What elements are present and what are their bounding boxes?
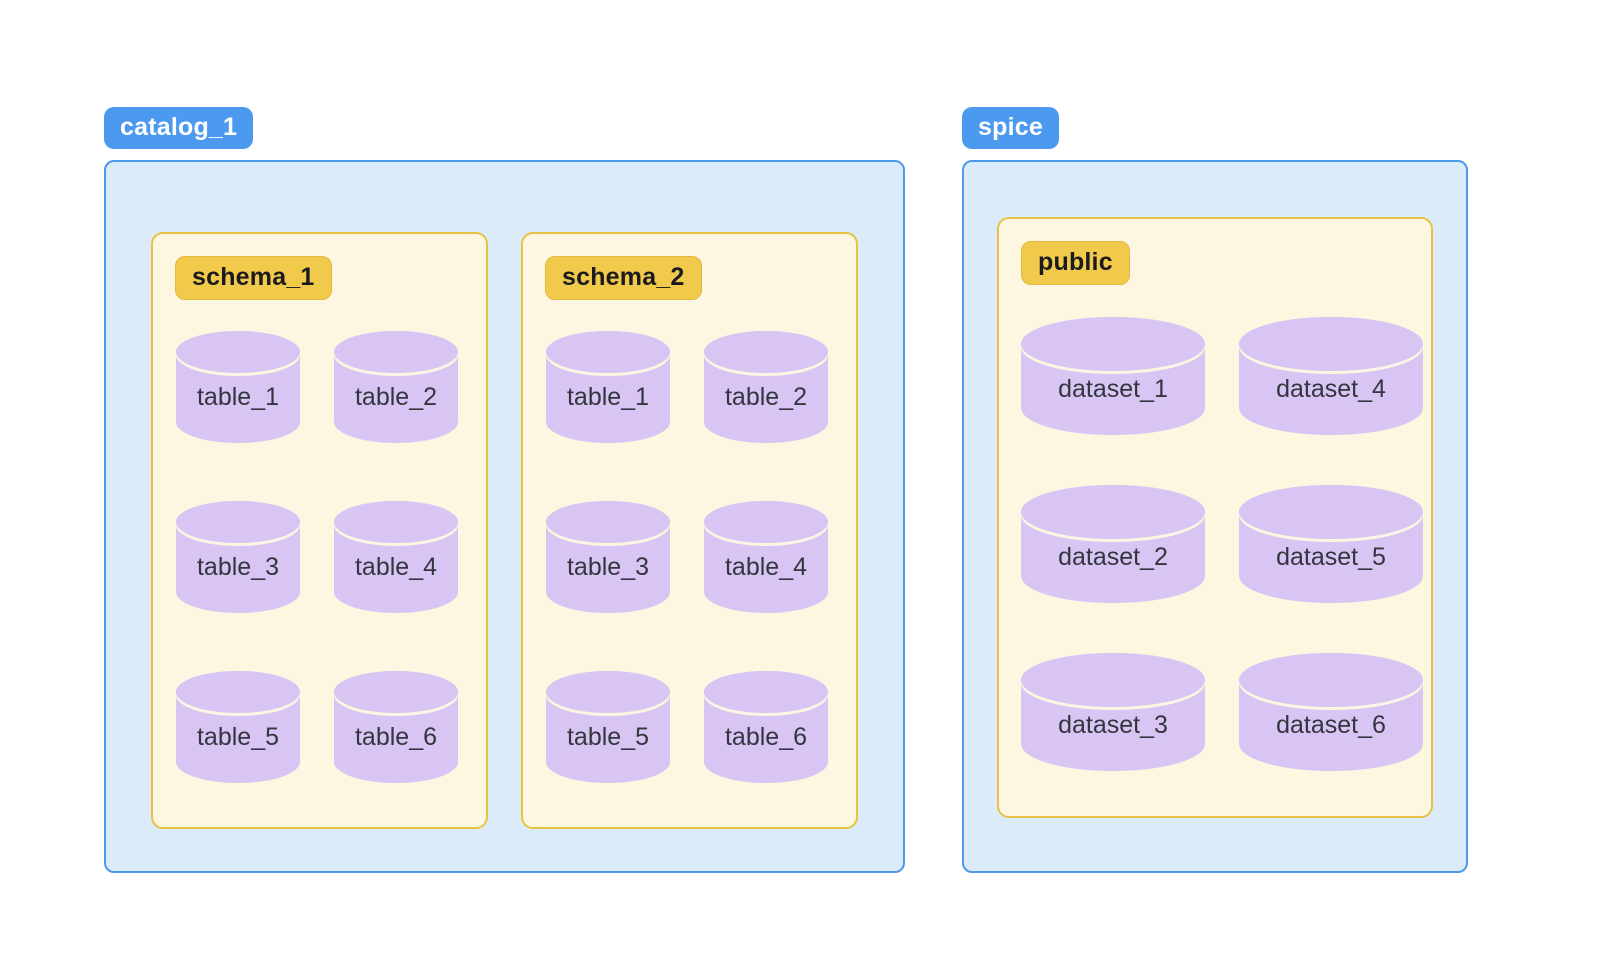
dataset-label: dataset_3	[1058, 711, 1168, 739]
table-label: table_6	[724, 723, 808, 751]
dataset-label: dataset_2	[1058, 543, 1168, 571]
schema-container: schema_2 table_1 table_2 table_3 table_4	[521, 232, 858, 829]
dataset-cylinder: dataset_1	[1021, 317, 1205, 435]
catalog-container: public dataset_1 dataset_2 dataset_3 dat…	[962, 160, 1468, 873]
dataset-cylinder: dataset_2	[1021, 485, 1205, 603]
table-label: table_4	[724, 553, 808, 581]
dataset-label: dataset_1	[1058, 375, 1168, 403]
dataset-cylinder: dataset_3	[1021, 653, 1205, 771]
table-label: table_1	[566, 383, 650, 411]
schema-badge: schema_2	[545, 256, 702, 300]
schema-container: schema_1 table_1 table_2 table_3 table_4	[151, 232, 488, 829]
table-label: table_6	[354, 723, 438, 751]
table-cylinder: table_2	[704, 331, 828, 443]
table-cylinder: table_1	[546, 331, 670, 443]
table-label: table_3	[566, 553, 650, 581]
table-label: table_1	[196, 383, 280, 411]
table-label: table_4	[354, 553, 438, 581]
dataset-label: dataset_5	[1276, 543, 1386, 571]
schema-badge: public	[1021, 241, 1130, 285]
table-grid: table_1 table_2 table_3 table_4 table_5	[176, 331, 464, 783]
dataset-grid: dataset_1 dataset_2 dataset_3 dataset_4 …	[1021, 317, 1423, 771]
table-label: table_5	[566, 723, 650, 751]
dataset-cylinder: dataset_5	[1239, 485, 1423, 603]
catalog-container: schema_1 table_1 table_2 table_3 table_4	[104, 160, 905, 873]
dataset-label: dataset_4	[1276, 375, 1386, 403]
schema-container: public dataset_1 dataset_2 dataset_3 dat…	[997, 217, 1433, 818]
table-cylinder: table_4	[704, 501, 828, 613]
table-cylinder: table_3	[176, 501, 300, 613]
table-cylinder: table_3	[546, 501, 670, 613]
table-grid: table_1 table_2 table_3 table_4 table_5	[546, 331, 834, 783]
table-label: table_2	[724, 383, 808, 411]
table-label: table_3	[196, 553, 280, 581]
table-cylinder: table_6	[704, 671, 828, 783]
table-label: table_2	[354, 383, 438, 411]
table-cylinder: table_1	[176, 331, 300, 443]
spice-group: spice public dataset_1 dataset_2 dataset…	[962, 107, 1468, 873]
table-cylinder: table_5	[546, 671, 670, 783]
dataset-label: dataset_6	[1276, 711, 1386, 739]
table-cylinder: table_2	[334, 331, 458, 443]
table-cylinder: table_4	[334, 501, 458, 613]
table-cylinder: table_6	[334, 671, 458, 783]
dataset-cylinder: dataset_6	[1239, 653, 1423, 771]
schema-row: schema_1 table_1 table_2 table_3 table_4	[151, 232, 858, 829]
table-label: table_5	[196, 723, 280, 751]
catalog-group: catalog_1 schema_1 table_1 table_2 table	[104, 107, 905, 873]
catalog-badge: catalog_1	[104, 107, 254, 149]
schema-badge: schema_1	[175, 256, 332, 300]
dataset-cylinder: dataset_4	[1239, 317, 1423, 435]
catalog-badge: spice	[962, 107, 1059, 149]
table-cylinder: table_5	[176, 671, 300, 783]
